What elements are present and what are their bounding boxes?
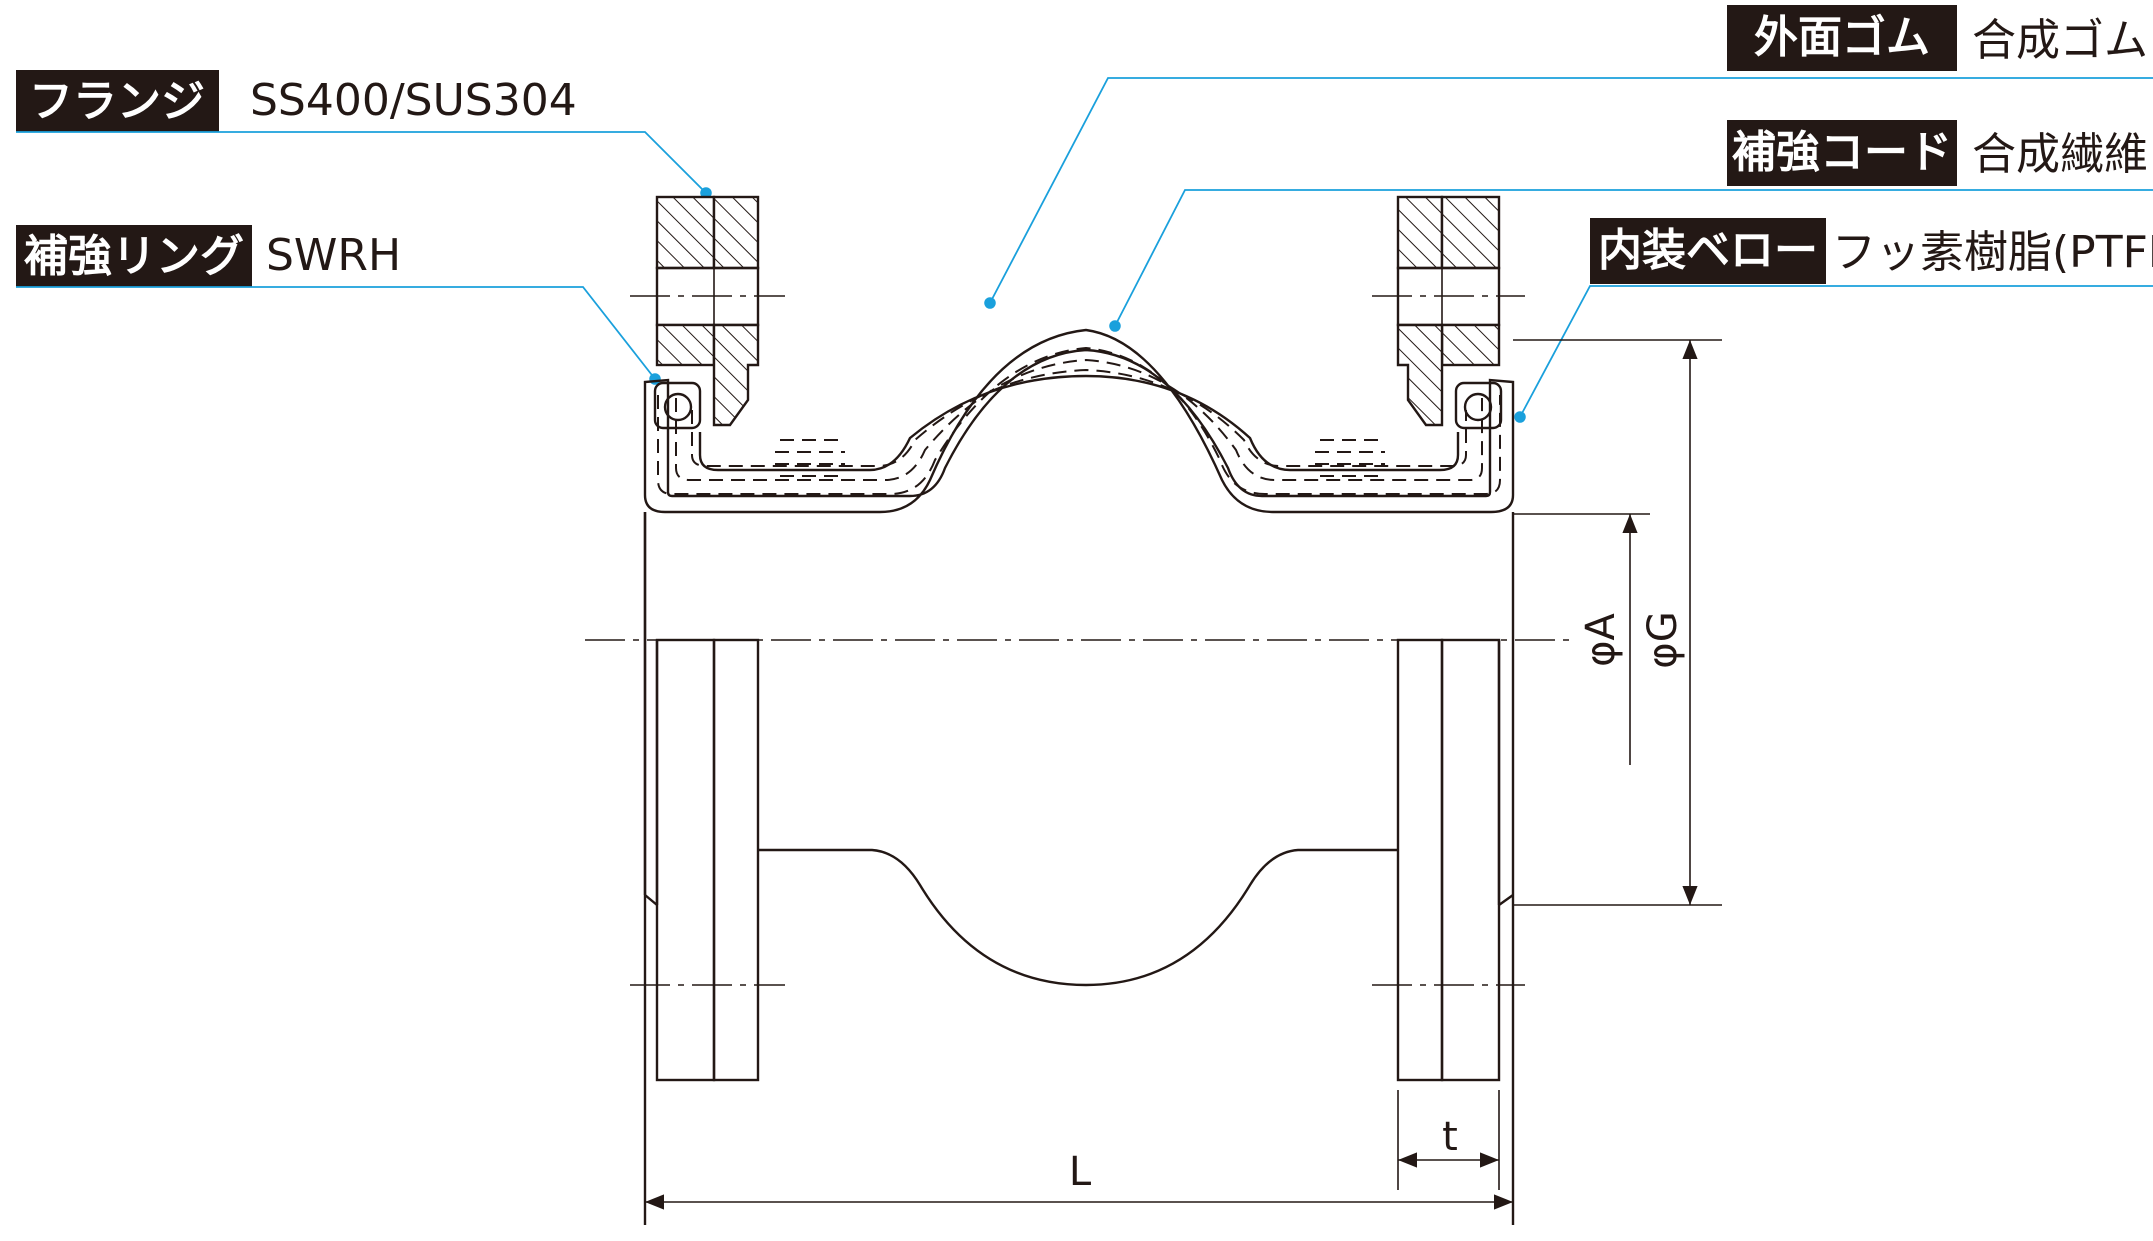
flange-right-upper-outer xyxy=(1440,195,1501,270)
flange-right-lower-inner xyxy=(1396,323,1444,427)
leader-ring xyxy=(16,286,661,385)
label-ring-tag: 補強リング xyxy=(24,231,244,282)
flange-left-lower-outer xyxy=(655,323,716,367)
dimensions: φA φG t L xyxy=(645,339,1722,1210)
dim-phi-a: φA xyxy=(1578,612,1624,666)
label-cord: 補強コード 合成繊維 xyxy=(1727,120,2148,186)
label-bellows-tag: 内装ベロー xyxy=(1598,225,1818,276)
label-outer-rubber: 外面ゴム 合成ゴム xyxy=(1727,5,2148,71)
flange-right-lower-outer xyxy=(1440,323,1501,367)
label-ring-value: SWRH xyxy=(266,230,401,281)
bellows-inner-surface xyxy=(698,374,1460,472)
leader-flange xyxy=(16,131,712,199)
reinforcement-cord-3 xyxy=(691,368,1467,467)
label-flange-value: SS400/SUS304 xyxy=(250,75,577,126)
label-cord-tag: 補強コード xyxy=(1732,127,1952,178)
label-flange: フランジ SS400/SUS304 xyxy=(16,70,577,132)
label-bellows: 内装ベロー フッ素樹脂(PTFE) xyxy=(1590,218,2153,284)
label-cord-value: 合成繊維 xyxy=(1972,129,2148,180)
leader-bellows xyxy=(1514,285,2153,423)
label-outer-value: 合成ゴム xyxy=(1972,15,2148,66)
section-view xyxy=(630,195,1525,514)
reinforcement-ring-right xyxy=(1463,392,1493,422)
reinforcement-ring-left xyxy=(663,392,693,422)
cord-weave-right xyxy=(1315,439,1385,477)
label-outer-tag: 外面ゴム xyxy=(1754,12,1930,63)
reinforcement-cord-1 xyxy=(657,346,1501,495)
flange-left-inner-plate xyxy=(712,638,760,1082)
flange-right-outer-plate xyxy=(1440,638,1501,1082)
label-bellows-value: フッ素樹脂(PTFE) xyxy=(1832,227,2153,278)
leader-lines xyxy=(16,77,2153,423)
flange-right-upper-inner xyxy=(1396,195,1444,270)
flange-left-upper-inner xyxy=(712,195,760,270)
flange-left-lower-inner xyxy=(712,323,760,427)
label-ring: 補強リング SWRH xyxy=(16,225,401,287)
reinforcement-cord-2 xyxy=(675,358,1483,481)
label-flange-tag: フランジ xyxy=(29,76,205,127)
flange-left-outer-plate xyxy=(655,638,716,1082)
leader-outer xyxy=(984,77,2153,309)
flange-right-inner-plate xyxy=(1396,638,1444,1082)
elevation-view xyxy=(585,512,1570,1225)
dim-l: L xyxy=(1069,1149,1092,1195)
leader-cord xyxy=(1109,189,2153,332)
body-silhouette xyxy=(758,848,1398,987)
dim-phi-g: φG xyxy=(1640,611,1686,668)
dim-t: t xyxy=(1442,1114,1458,1160)
cord-weave-left xyxy=(775,439,845,477)
flange-left-upper-outer xyxy=(655,195,716,270)
rubber-outer-surface xyxy=(643,328,1515,514)
